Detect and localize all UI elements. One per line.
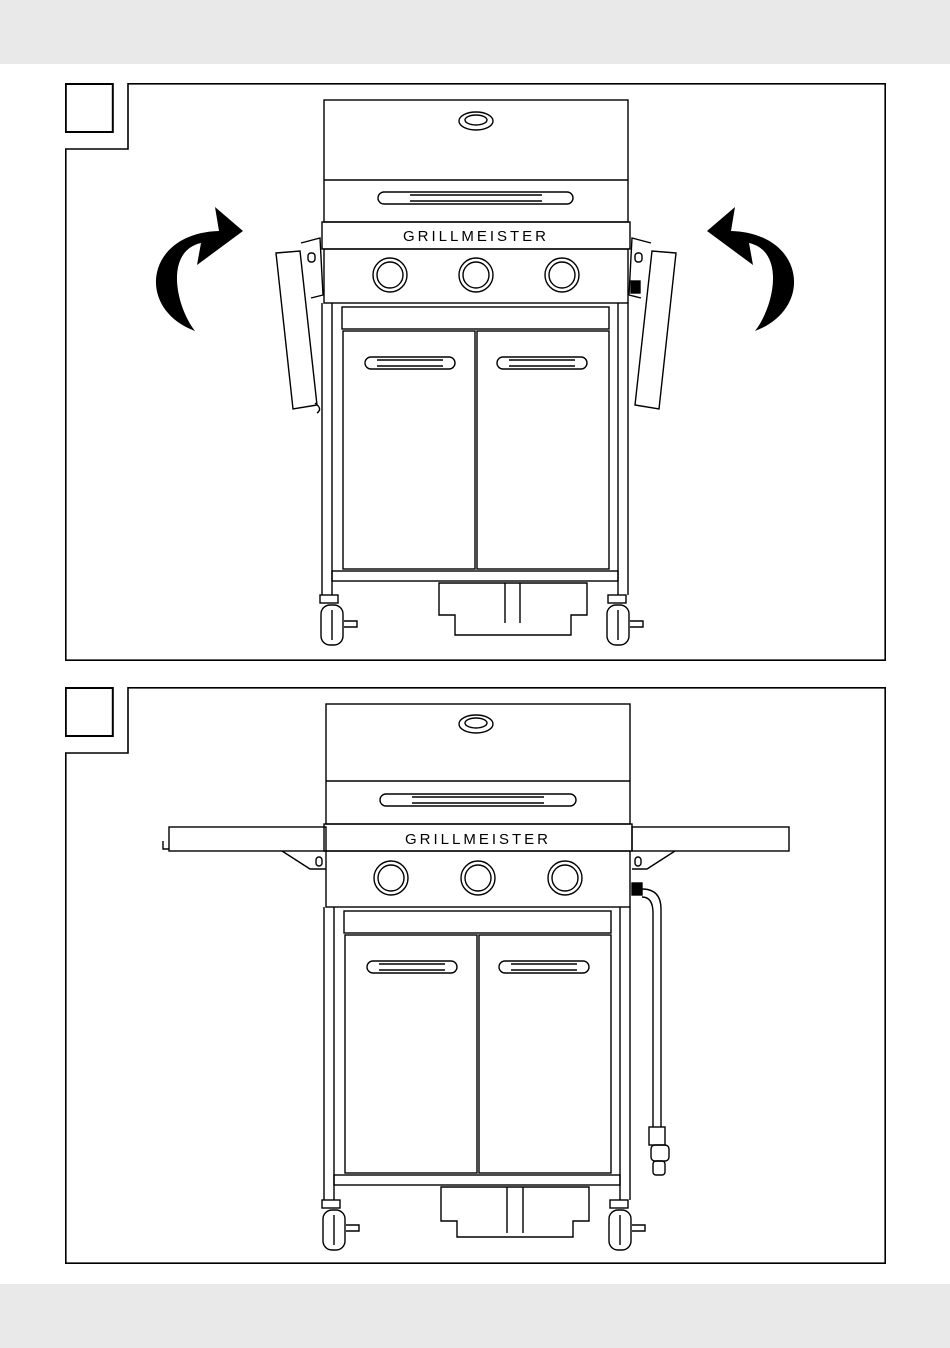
thermometer-icon [459,715,493,733]
control-knob-icon [459,258,493,292]
grease-tray [441,1187,589,1237]
control-knob-icon [461,861,495,895]
control-knob-icon [373,258,407,292]
bottom-shelf [332,571,618,581]
rotate-up-arrow-icon [707,207,794,331]
gas-hose [632,883,669,1175]
side-shelf-right-folded [629,238,676,409]
side-shelf-left-folded [276,238,323,413]
control-knob-icon [548,861,582,895]
wheel-icon [609,1200,645,1250]
grill-unfolded [163,704,789,1250]
door-handle [365,357,455,369]
step-2-illustration: GRILLMEISTER [65,687,886,1265]
door-handle [497,357,587,369]
cabinet-door-left [343,331,475,569]
brand-label: GRILLMEISTER [405,831,551,848]
door-handle [499,961,589,973]
rotate-up-arrow-icon [156,207,243,331]
step-1-illustration: GRILLMEISTER [65,83,886,661]
step-panel-1: GRILLMEISTER [65,83,886,661]
panel-frame [66,688,885,1263]
step-number-box [66,688,113,736]
lid-handle [378,192,573,204]
cabinet-top-panel [342,307,609,329]
lid-handle [380,794,576,806]
door-handle [367,961,457,973]
cabinet-top-panel [344,911,611,933]
bottom-shelf [334,1175,620,1185]
bottom-margin-band [0,1284,950,1348]
grease-tray [439,583,587,635]
top-margin-band [0,0,950,64]
wheel-icon [320,595,357,645]
side-shelf-left [169,827,326,851]
step-panel-2: GRILLMEISTER [65,687,886,1265]
wheel-icon [322,1200,359,1250]
step-number-box [66,84,113,132]
control-knob-icon [374,861,408,895]
control-knob-icon [545,258,579,292]
control-panel [326,851,630,907]
wheel-icon [607,595,643,645]
cabinet-door-left [345,935,477,1173]
control-panel [324,249,628,303]
brand-label: GRILLMEISTER [403,228,549,245]
cabinet-door-right [479,935,611,1173]
side-shelf-right [632,827,789,851]
grill-folded [276,100,676,645]
cabinet-door-right [477,331,609,569]
thermometer-icon [459,112,493,130]
